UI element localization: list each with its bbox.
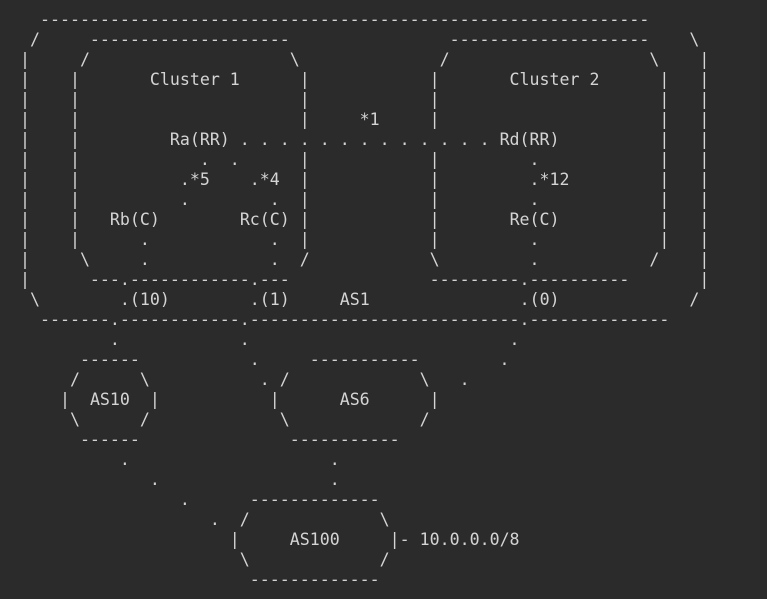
metric-ra-rd: *1 [359,110,380,129]
label-prefix: 10.0.0.0/8 [419,530,520,549]
label-rb: Rb(C) [109,210,160,229]
label-as10: AS10 [89,390,130,409]
metric-ra-rc: *4 [259,170,280,189]
metric-ra-rb: *5 [189,170,210,189]
metric-rc-as6: (1) [259,290,290,309]
label-re: Re(C) [509,210,560,229]
label-as100: AS100 [289,530,340,549]
label-rc: Rc(C) [239,210,290,229]
label-cluster2: Cluster 2 [509,70,600,89]
label-rd: Rd(RR) [499,130,560,149]
label-as1: AS1 [339,290,370,309]
metric-rd-re: *12 [539,170,570,189]
label-ra: Ra(RR) [169,130,230,149]
metric-rb-as10: (10) [129,290,170,309]
metric-re-as6: (0) [529,290,560,309]
label-as6: AS6 [339,390,370,409]
ascii-diagram: ----------------------------------------… [20,10,710,589]
label-cluster1: Cluster 1 [149,70,240,89]
